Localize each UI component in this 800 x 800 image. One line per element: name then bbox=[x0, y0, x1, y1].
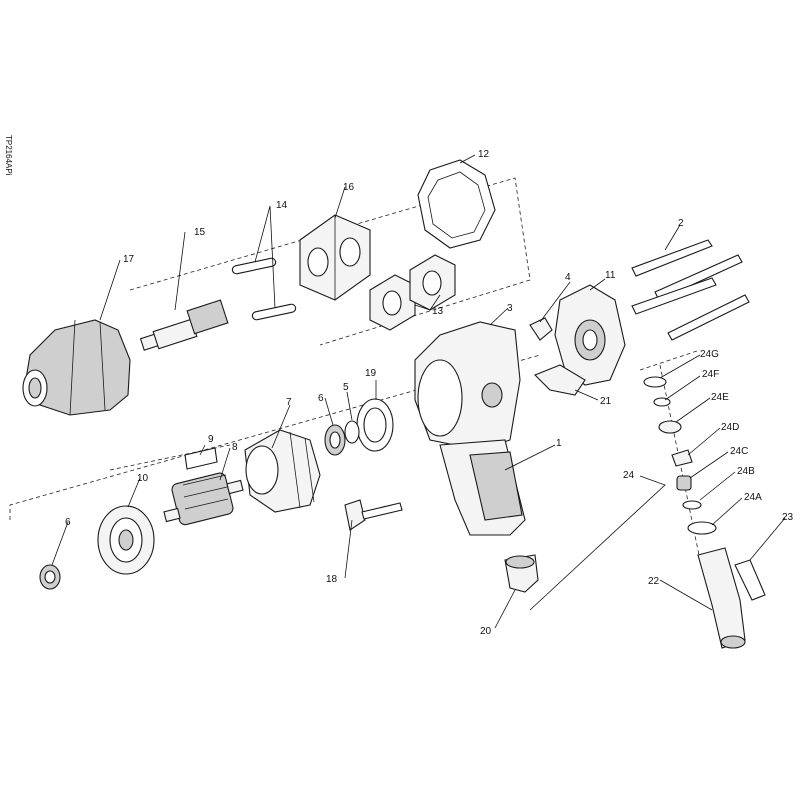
callout-11: 11 bbox=[605, 270, 616, 281]
callout-labels: 17 15 14 16 12 13 3 4 11 2 21 19 5 6 7 8… bbox=[65, 149, 794, 637]
callout-24F: 24F bbox=[702, 369, 719, 380]
part-23-clip bbox=[734, 559, 766, 601]
callout-9: 9 bbox=[208, 434, 214, 445]
part-17-boot bbox=[22, 319, 131, 416]
part-24F bbox=[653, 397, 671, 407]
callout-24G: 24G bbox=[700, 349, 719, 360]
callout-14: 14 bbox=[276, 200, 288, 211]
part-21-reverse-lever bbox=[534, 364, 586, 396]
callout-10: 10 bbox=[137, 473, 149, 484]
callout-20: 20 bbox=[480, 626, 492, 637]
part-4-clip bbox=[529, 317, 553, 341]
part-16-hammer-cage bbox=[299, 214, 371, 301]
callout-17: 17 bbox=[123, 254, 135, 265]
callout-24A: 24A bbox=[744, 492, 762, 503]
part-19-spring bbox=[356, 398, 394, 452]
callout-15: 15 bbox=[194, 227, 206, 238]
part-7-cylinder bbox=[244, 429, 321, 513]
callout-24C: 24C bbox=[730, 446, 748, 457]
part-24C bbox=[676, 475, 692, 491]
part-15-anvil bbox=[139, 299, 229, 351]
callout-24B: 24B bbox=[737, 466, 755, 477]
leader-lines bbox=[51, 154, 786, 629]
side-code: TP2164APi bbox=[4, 135, 13, 176]
part-22-swivel bbox=[697, 547, 746, 649]
callout-5: 5 bbox=[343, 382, 349, 393]
part-18-throttle bbox=[344, 499, 403, 531]
part-24D bbox=[671, 449, 693, 467]
part-13-hammers bbox=[369, 254, 456, 331]
callout-24: 24 bbox=[623, 470, 635, 481]
part-6-bearing-upper bbox=[324, 424, 346, 456]
callout-19: 19 bbox=[365, 368, 377, 379]
part-5-oring bbox=[344, 420, 360, 444]
part-8-rotor bbox=[163, 472, 244, 526]
part-2-bolts bbox=[631, 239, 750, 341]
part-11-end-plate bbox=[554, 284, 626, 386]
part-3-housing bbox=[414, 321, 526, 536]
callout-18: 18 bbox=[326, 574, 338, 585]
callout-6-upper: 6 bbox=[318, 393, 324, 404]
callout-1: 1 bbox=[556, 438, 562, 449]
part-20-inlet bbox=[504, 554, 539, 593]
callout-7: 7 bbox=[286, 397, 292, 408]
callout-12: 12 bbox=[478, 149, 490, 160]
callout-16: 16 bbox=[343, 182, 355, 193]
part-9-vanes bbox=[184, 447, 218, 470]
callout-13: 13 bbox=[432, 306, 444, 317]
part-24E bbox=[658, 420, 682, 434]
part-10-rear-plate bbox=[97, 505, 155, 575]
callout-3: 3 bbox=[507, 303, 513, 314]
callout-2: 2 bbox=[678, 218, 684, 229]
part-12-gasket bbox=[417, 159, 496, 249]
callout-23: 23 bbox=[782, 512, 794, 523]
part-6-bearing-lower bbox=[39, 564, 61, 590]
callout-6-lower: 6 bbox=[65, 517, 71, 528]
part-24G bbox=[643, 376, 667, 388]
callout-21: 21 bbox=[600, 396, 612, 407]
callout-22: 22 bbox=[648, 576, 660, 587]
part-24B bbox=[682, 500, 702, 510]
part-24-regulator-stack bbox=[643, 376, 717, 535]
part-14-pins bbox=[231, 257, 297, 321]
callout-4: 4 bbox=[565, 272, 571, 283]
callout-8: 8 bbox=[232, 442, 238, 453]
callout-24E: 24E bbox=[711, 392, 729, 403]
callout-24D: 24D bbox=[721, 422, 739, 433]
part-24A bbox=[687, 521, 717, 535]
